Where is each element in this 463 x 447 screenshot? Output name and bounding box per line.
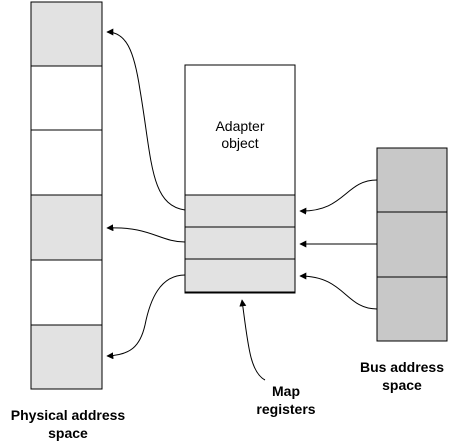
bus-block-1	[376, 147, 448, 213]
bus-block-2	[376, 211, 448, 278]
bus-address-space-label: Bus address space	[352, 358, 452, 394]
adapter-object	[184, 64, 296, 294]
arrow-register1-to-physical	[106, 28, 186, 211]
bus-address-space	[376, 147, 448, 342]
adapter-label-line1: Adapter	[215, 118, 265, 134]
map-register-1	[184, 194, 296, 228]
physical-block-2	[30, 65, 103, 131]
arrow-register3-to-physical	[106, 274, 186, 360]
physical-address-space	[30, 1, 103, 390]
map-label-line2: registers	[256, 401, 316, 417]
bus-label-line1: Bus address	[359, 359, 445, 375]
arrow-register2-to-physical	[106, 224, 186, 243]
arrow-bus1-to-register	[299, 179, 378, 215]
physical-block-1	[30, 1, 103, 67]
arrow-map-label-to-registers	[239, 299, 266, 381]
map-registers-label: Map registers	[248, 382, 324, 418]
physical-block-3	[30, 129, 103, 196]
arrow-bus3-to-register	[299, 272, 378, 310]
physical-block-5	[30, 259, 103, 326]
map-register-3	[184, 258, 296, 293]
adapter-label-line2: object	[221, 135, 259, 151]
map-label-line1: Map	[272, 383, 300, 399]
physical-label-line1: Physical address	[10, 407, 126, 423]
bus-label-line2: space	[382, 377, 422, 393]
map-register-2	[184, 226, 296, 260]
physical-block-4	[30, 194, 103, 261]
bus-block-3	[376, 276, 448, 342]
adapter-object-label: Adapter object	[185, 118, 295, 152]
physical-block-6	[30, 324, 103, 390]
physical-address-space-label: Physical address space	[0, 406, 136, 442]
physical-label-line2: space	[48, 425, 88, 441]
